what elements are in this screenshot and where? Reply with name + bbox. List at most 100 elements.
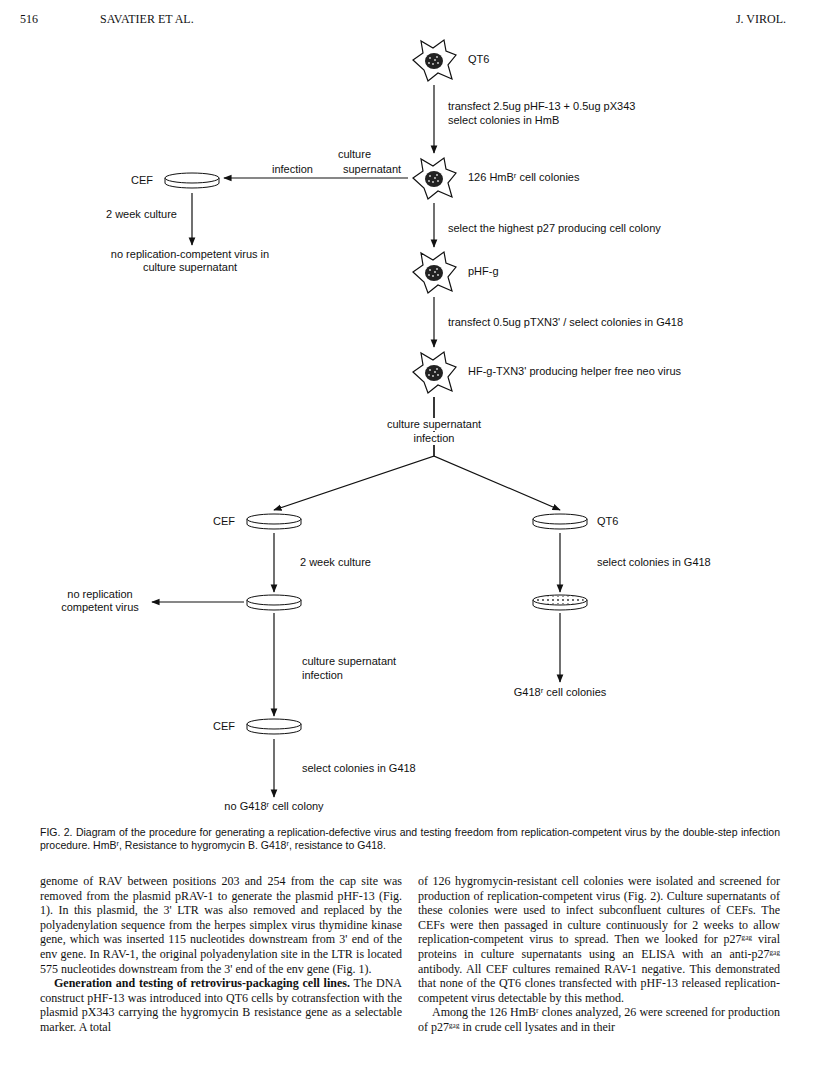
step-label: 2 week culture [300, 556, 371, 569]
result-text: no replication-competent virus in cultur… [100, 248, 280, 274]
step-label: select colonies in HmB [448, 114, 559, 127]
step-label: culture [338, 148, 371, 161]
cell-colony: pHF-g [410, 250, 458, 294]
nucleus-speck [436, 56, 438, 58]
cell-outline [413, 352, 456, 393]
step-label: transfect 0.5ug pTXN3' / select colonies… [448, 316, 683, 329]
body-paragraph: of 126 hygromycin-resistant cell colonie… [418, 874, 780, 1005]
flow-arrow [224, 177, 408, 178]
nucleus-speck [432, 181, 434, 183]
nucleus-speck [437, 274, 439, 276]
running-header: 516 [20, 12, 38, 27]
figure-caption: FIG. 2. Diagram of the procedure for gen… [40, 826, 780, 852]
step-label: select the highest p27 producing cell co… [448, 222, 661, 235]
nucleus-speck [436, 174, 438, 176]
cell-colony: HF-g-TXN3' producing helper free neo vir… [410, 350, 458, 394]
cell-outline [413, 40, 456, 81]
culture-dish [163, 172, 221, 190]
node-label: CEF [131, 174, 153, 187]
running-header: SAVATIER ET AL. [100, 12, 194, 27]
arrow [273, 613, 274, 716]
flow-arrow [273, 739, 274, 797]
node-label: no replication-competent virus in cultur… [100, 248, 280, 274]
node-label: no replication competent virus [50, 588, 150, 614]
nucleus-speck [432, 375, 434, 377]
arrow [559, 533, 560, 592]
nucleus-speck [429, 175, 431, 177]
flow-arrow [433, 297, 434, 347]
node-label: QT6 [468, 53, 489, 66]
cell-nucleus [425, 365, 443, 381]
cell-colony: 126 HmBʳ cell colonies [410, 156, 458, 200]
step-label: supernatant [343, 163, 401, 176]
nucleus-speck [428, 374, 430, 376]
arrow [152, 601, 244, 602]
text-column: genome of RAV between positions 203 and … [40, 874, 402, 1035]
flow-arrow [433, 85, 434, 153]
body-paragraph: Generation and testing of retrovirus-pac… [40, 976, 402, 1034]
cell-icon [410, 156, 458, 200]
step-label: infection [302, 669, 343, 682]
dish-top [247, 514, 301, 524]
step-label: transfect 2.5ug pHF-13 + 0.5ug pX343 [448, 100, 635, 113]
cell-outline [413, 158, 456, 199]
nucleus-speck [428, 62, 430, 64]
culture-dish: CEF [245, 513, 303, 531]
step-label: infection [412, 432, 457, 445]
cell-colony: QT6 [410, 38, 458, 82]
node-label: CEF [213, 515, 235, 528]
nucleus-speck [437, 62, 439, 64]
step-label: culture supernatant [385, 418, 483, 431]
nucleus-speck [428, 274, 430, 276]
culture-dish [245, 513, 303, 531]
nucleus-speck [434, 271, 436, 273]
arrow [273, 533, 274, 592]
result-text: G418ʳ cell colonies [480, 686, 640, 699]
arrow [559, 613, 560, 682]
node-label: G418ʳ cell colonies [480, 686, 640, 699]
nucleus-speck [429, 269, 431, 271]
step-label: 2 week culture [106, 208, 177, 221]
culture-dish [247, 595, 301, 610]
step-label: select colonies in G418 [302, 762, 416, 775]
dish-top [247, 719, 301, 729]
culture-dish: QT6 [531, 513, 589, 531]
nucleus-speck [434, 177, 436, 179]
node-label: pHF-g [468, 265, 499, 278]
culture-dish [531, 513, 589, 531]
node-label: CEF [213, 720, 235, 733]
node-label: no G418ʳ cell colony [189, 800, 359, 813]
cell-icon [410, 350, 458, 394]
step-label: culture supernatant [302, 655, 396, 668]
nucleus-speck [434, 59, 436, 61]
flow-arrow [434, 397, 560, 510]
step-label: infection [272, 163, 313, 176]
nucleus-speck [429, 369, 431, 371]
result-text: no replication competent virus [50, 588, 150, 614]
nucleus-speck [436, 268, 438, 270]
nucleus-speck [432, 63, 434, 65]
dish-top [165, 173, 219, 183]
cell-nucleus [425, 53, 443, 69]
cell-icon [410, 250, 458, 294]
flow-arrow [274, 397, 434, 510]
text-column: of 126 hygromycin-resistant cell colonie… [418, 874, 780, 1035]
nucleus-speck [428, 180, 430, 182]
flow-arrow [433, 203, 434, 247]
cell-icon [410, 38, 458, 82]
step-label: select colonies in G418 [597, 556, 711, 569]
nucleus-speck [437, 374, 439, 376]
colony-dish [533, 595, 587, 610]
culture-dish: CEF [245, 718, 303, 736]
cell-nucleus [425, 171, 443, 187]
nucleus-speck [437, 180, 439, 182]
nucleus-speck [436, 368, 438, 370]
result-text: no G418ʳ cell colony [189, 800, 359, 813]
nucleus-speck [434, 371, 436, 373]
node-label: QT6 [597, 515, 618, 528]
body-paragraph: Among the 126 HmBʳ clones analyzed, 26 w… [418, 1005, 780, 1034]
body-paragraph: genome of RAV between positions 203 and … [40, 874, 402, 976]
running-header: J. VIROL. [736, 12, 786, 27]
culture-dish [245, 718, 303, 736]
dish-top [533, 514, 587, 524]
